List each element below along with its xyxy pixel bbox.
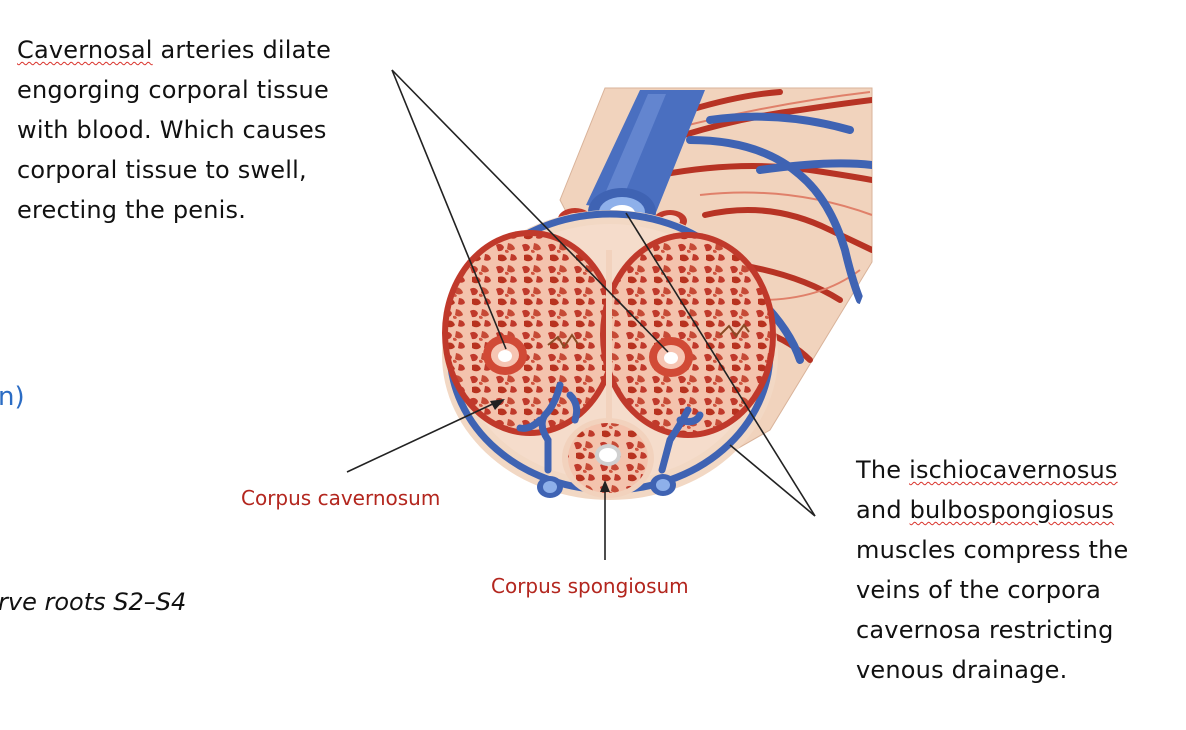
- corpus-cavernosum-left: [442, 230, 618, 436]
- annotation-line: Cavernosal arteries dilate: [17, 36, 332, 64]
- leader-line-corpus-cavernosum: [346, 401, 498, 473]
- annotation-top-left: Cavernosal arteries dilate engorging cor…: [17, 30, 397, 230]
- leader-line-muscle-upper: [625, 212, 816, 517]
- annotation-line: muscles compress the: [856, 536, 1129, 564]
- annotation-line: engorging corporal tissue: [17, 76, 329, 104]
- leader-lines: [346, 69, 816, 560]
- leader-line-cavernosal-right: [391, 69, 669, 353]
- leader-line-muscle-lower: [729, 444, 816, 517]
- annotation-line: venous drainage.: [856, 656, 1068, 684]
- annotation-line: erecting the penis.: [17, 196, 247, 224]
- annotation-line: and bulbospongiosus: [856, 496, 1115, 524]
- corpus-cavernosum-right: [600, 232, 776, 438]
- nerve-fibers: [547, 323, 750, 349]
- vein-stumps: [537, 474, 676, 498]
- emissary-veins: [516, 381, 704, 474]
- annotation-line: with blood. Which causes: [17, 116, 327, 144]
- label-corpus-cavernosum: Corpus cavernosum: [241, 486, 441, 510]
- annotation-line: corporal tissue to swell,: [17, 156, 307, 184]
- annotation-bottom-right: The ischiocavernosus and bulbospongiosus…: [856, 450, 1176, 690]
- annotation-line: veins of the corpora: [856, 576, 1101, 604]
- arrowhead-corpus-cavernosum: [490, 399, 505, 410]
- label-corpus-spongiosum: Corpus spongiosum: [491, 574, 689, 598]
- clipped-text-fragment-blue: n): [0, 382, 25, 412]
- annotation-line: cavernosa restricting: [856, 616, 1114, 644]
- arrowhead-corpus-spongiosum: [600, 480, 610, 492]
- corpus-spongiosum: [562, 418, 654, 498]
- cut-face: [442, 210, 778, 500]
- leader-line-cavernosal-left: [391, 69, 507, 350]
- clipped-text-fragment-italic: rve roots S2–S4: [0, 588, 187, 616]
- annotation-line: The ischiocavernosus: [856, 456, 1118, 484]
